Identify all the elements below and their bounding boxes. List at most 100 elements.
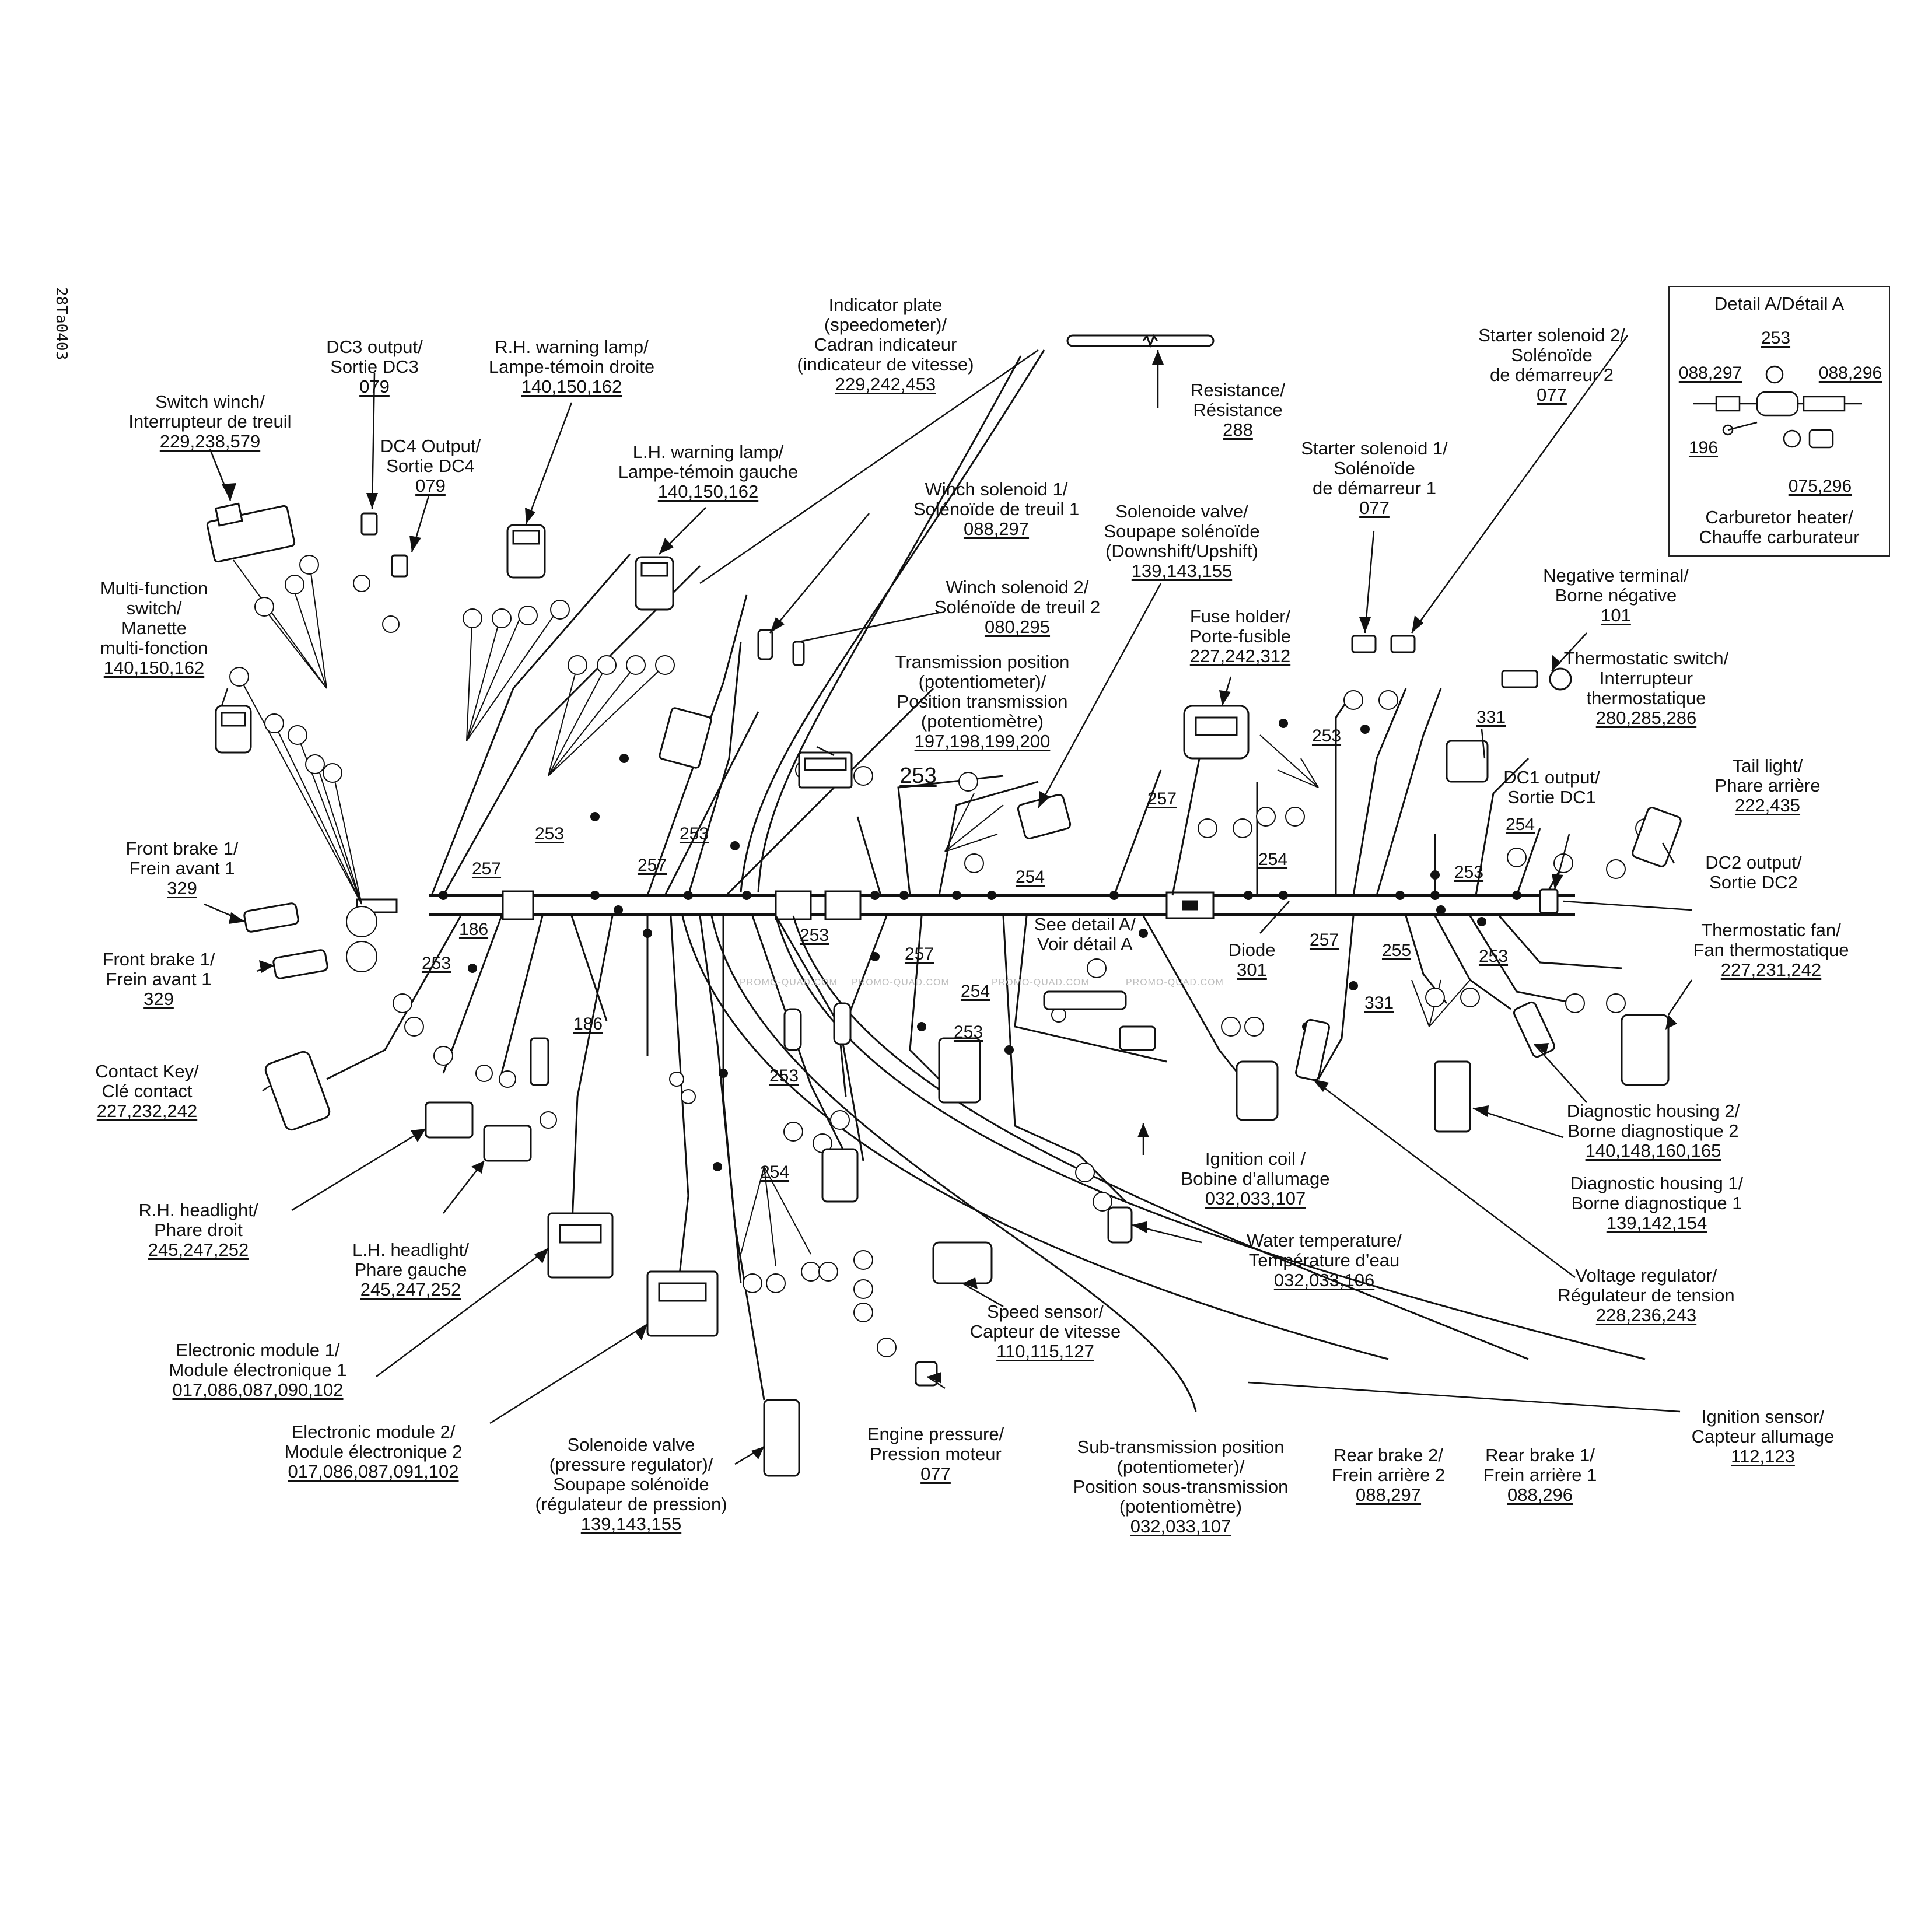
contact-key-connector <box>264 1051 331 1131</box>
label-electronic-module-2: Electronic module 2/Module électronique … <box>284 1422 463 1482</box>
ref-186-a: 186 <box>459 920 489 939</box>
detail-a-box: Detail A/Détail A 253 088,297 088,296 19… <box>1668 286 1890 556</box>
ref-253-g: 253 <box>953 1023 984 1042</box>
resistance-element <box>1066 334 1214 348</box>
dc4-connector <box>391 554 408 578</box>
ref-253-a: 253 <box>534 824 565 844</box>
rh-headlight-connector <box>425 1101 474 1139</box>
ref-253-d: 253 <box>900 764 937 788</box>
ref-257-e: 257 <box>1309 930 1339 950</box>
ref-253-f: 253 <box>799 926 830 945</box>
ref-257-c: 257 <box>1147 789 1177 808</box>
label-see-detail-a: See detail A/Voir détail A <box>1034 914 1136 954</box>
indicator-plate-connector <box>659 707 712 769</box>
label-transmission-position: Transmission position(potentiometer)/Pos… <box>895 652 1070 751</box>
starter-solenoid-2-terminal <box>1390 635 1416 653</box>
rh-warning-connector <box>506 524 546 579</box>
ignition-coil-connector <box>1236 1060 1279 1121</box>
diode-detail-connector <box>1043 991 1156 1051</box>
diagnostic-housing-1-connector <box>1434 1060 1471 1133</box>
front-brake-1a-switch <box>243 902 299 933</box>
detail-a-ref-075-296: 075,296 <box>1788 477 1852 496</box>
wire-fanouts <box>233 559 1471 1266</box>
label-dc1-output: DC1 output/Sortie DC1 <box>1503 767 1600 807</box>
fuse-holder-connector <box>1183 705 1250 760</box>
detail-a-label: Carburetor heater/Chauffe carburateur <box>1699 507 1860 547</box>
transmission-sensor-connector <box>821 1148 859 1203</box>
ref-331-a: 331 <box>1476 708 1506 727</box>
detail-a-ref-088-296: 088,296 <box>1818 363 1882 383</box>
tail-light-connector <box>1632 807 1682 867</box>
label-diagnostic-housing-2: Diagnostic housing 2/Borne diagnostique … <box>1566 1101 1740 1161</box>
lh-headlight-connector <box>483 1125 532 1162</box>
watermark-3: PROMO-QUAD.COM <box>992 978 1090 988</box>
ref-253-h: 253 <box>1478 947 1508 966</box>
label-electronic-module-1: Electronic module 1/Module électronique … <box>169 1340 347 1400</box>
watermark-2: PROMO-QUAD.COM <box>852 978 950 988</box>
label-diagnostic-housing-1: Diagnostic housing 1/Borne diagnostique … <box>1570 1173 1744 1233</box>
leader-arrows <box>204 335 1693 1465</box>
ref-255: 255 <box>1381 941 1412 960</box>
ignition-sensor-connector <box>938 1037 981 1104</box>
starter-solenoid-1-terminal <box>1351 635 1377 653</box>
detail-a-ref-196: 196 <box>1688 438 1718 457</box>
ref-253-i: 253 <box>1454 863 1484 882</box>
label-solenoide-valve-shift: Solenoide valve/Soupape solénoïde(Downsh… <box>1104 501 1260 581</box>
ref-253-c: 253 <box>679 824 709 844</box>
label-dc2-output: DC2 output/Sortie DC2 <box>1705 852 1802 892</box>
ref-253-j: 253 <box>769 1066 799 1086</box>
ref-257-d: 257 <box>904 944 935 964</box>
thermostatic-fan-connector <box>1620 1014 1670 1086</box>
lh-warning-connector <box>635 556 674 611</box>
transmission-position-connector <box>798 751 853 789</box>
ref-253-b: 253 <box>421 954 452 973</box>
detail-a-ref-253: 253 <box>1760 328 1791 348</box>
voltage-regulator-connector <box>1295 1019 1330 1082</box>
ref-254-a: 254 <box>1015 867 1045 887</box>
watermark-1: PROMO-QUAD.COM <box>740 978 838 988</box>
drawing-code: 28Ta0403 <box>52 287 70 360</box>
speed-sensor-connector <box>932 1241 993 1284</box>
diagnostic-housing-2-connector <box>1513 1001 1556 1058</box>
detail-a-drawing <box>1693 365 1862 449</box>
watermark-4: PROMO-QUAD.COM <box>1126 978 1224 988</box>
label-solenoide-valve-pressure: Solenoide valve(pressure regulator)/Soup… <box>535 1434 727 1534</box>
electronic-module-1-connector <box>547 1212 614 1279</box>
transmission-sub-connectors <box>783 1002 852 1051</box>
switch-winch-connector <box>206 502 296 563</box>
ref-254-e: 254 <box>760 1163 790 1182</box>
connector-housings <box>206 334 1682 1477</box>
water-temperature-connector <box>1107 1206 1133 1244</box>
headlight-harness-sleeve <box>530 1037 550 1086</box>
engine-pressure-connector <box>915 1361 938 1387</box>
ref-186-b: 186 <box>573 1014 603 1034</box>
ref-254-c: 254 <box>960 982 991 1001</box>
ref-257-b: 257 <box>637 856 667 875</box>
